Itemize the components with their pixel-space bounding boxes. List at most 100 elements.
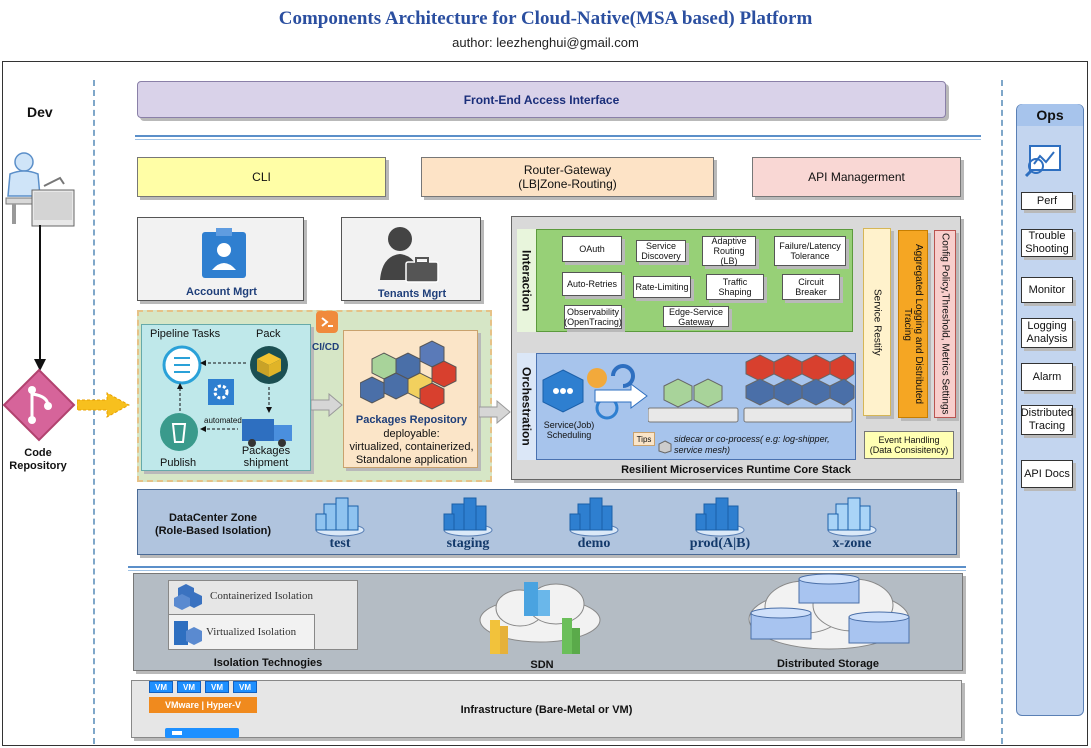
account-mgrt-label: Account Mgrt [186, 286, 257, 298]
packages-cubes-icon [360, 340, 457, 410]
vm-badge: VM [177, 681, 201, 693]
datacenter-title-line2: (Role-Based Isolation) [154, 525, 272, 537]
router-gateway-box: Router-Gateway (LB|Zone-Routing) [421, 157, 714, 197]
packages-repository-title: Packages Repository [355, 414, 468, 426]
feature-circuit-breaker: Circuit Breaker [782, 274, 840, 300]
publish-icon [160, 413, 198, 451]
frontend-divider [135, 135, 981, 140]
datacenter-building-icon [827, 497, 877, 537]
hypervisor-bar: VMware | Hyper-V [149, 697, 257, 713]
developer-icon [5, 152, 75, 227]
vm-row: VM VM VM VM [149, 681, 257, 693]
ops-item-monitor: Monitor [1021, 277, 1073, 303]
sdn-cloud-icon [479, 582, 601, 654]
packages-repository-box: Packages Repository deployable: virtuali… [343, 330, 478, 468]
scheduling-label: Service(Job) Scheduling [538, 420, 600, 440]
datacenter-zone-x-zone: x-zone [832, 536, 872, 551]
feature-failure-latency-tolerance: Failure/Latency Tolerance [774, 236, 846, 266]
feature-traffic-shaping: Traffic Shaping [706, 274, 764, 300]
datacenter-zone-prod-a-b-: prod(A|B) [689, 536, 751, 551]
feature-observability: Observability (OpenTracing) [564, 305, 622, 329]
pipeline-flow-arrows [177, 360, 272, 432]
service-nodes-diagram [648, 354, 855, 423]
event-handling-line1: Event Handling [878, 435, 940, 445]
service-restify-label: Service Restify [871, 288, 883, 356]
packages-shipment-label: Packages shipment [241, 445, 291, 469]
tips-badge: Tips [633, 432, 655, 446]
ops-item-trouble-shooting: Trouble Shooting [1021, 229, 1073, 257]
orchestration-label: Orchestration [519, 367, 534, 446]
infrastructure-zone [131, 680, 962, 738]
api-management-box: API Managerment [752, 157, 961, 197]
config-policy-box: Config Policy,Threshold, Metrics Setting… [934, 230, 956, 418]
feature-oauth: OAuth [562, 236, 622, 262]
diagram-frame [2, 61, 1088, 746]
runtime-core-title: Resilient Microservices Runtime Core Sta… [621, 464, 851, 476]
datacenter-zone-test: test [329, 536, 351, 551]
datacenter-title: DataCenter Zone (Role-Based Isolation) [138, 512, 288, 538]
datacenter-zone: DataCenter Zone (Role-Based Isolation) t… [137, 489, 957, 555]
author-line: author: leezhenghui@gmail.com [452, 35, 639, 50]
vm-badge: VM [205, 681, 229, 693]
event-handling-line2: (Data Consisitency) [869, 445, 949, 455]
pack-box-icon [250, 346, 288, 384]
account-mgrt-box: Account Mgrt [137, 217, 304, 301]
ops-separator [1001, 80, 1003, 744]
git-repository-icon [2, 368, 76, 442]
distributed-storage-label: Distributed Storage [776, 658, 880, 670]
event-handling-box: Event Handling (Data Consisitency) [864, 431, 954, 459]
ops-item-logging-analysis: Logging Analysis [1021, 318, 1073, 348]
datacenter-zone-staging: staging [446, 536, 490, 551]
datacenter-building-icon [315, 497, 365, 537]
interaction-label: Interaction [519, 249, 534, 312]
tenant-user-icon [380, 227, 439, 283]
service-restify-box: Service Restify [863, 228, 891, 416]
pipeline-tasks-label: Pipeline Tasks [150, 328, 221, 340]
scheduling-line1: Service(Job) [543, 420, 595, 430]
frontend-access-interface: Front-End Access Interface [137, 81, 946, 118]
ops-label: Ops [1017, 104, 1083, 126]
datacenter-title-line1: DataCenter Zone [168, 512, 258, 524]
account-badge-icon [202, 228, 246, 278]
datacenter-building-icon [695, 497, 745, 537]
datacenter-building-icon [443, 497, 493, 537]
datacenter-building-icon [569, 497, 619, 537]
router-gateway-subtitle: (LB|Zone-Routing) [518, 177, 617, 191]
publish-label: Publish [160, 457, 197, 469]
feature-auto-retries: Auto-Retries [562, 272, 622, 296]
infra-divider [128, 566, 966, 571]
aggregated-logging-box: Aggregated Logging and Distributed Traci… [898, 230, 928, 418]
commit-arrow [34, 225, 46, 371]
pack-label: Pack [256, 328, 281, 340]
dev-separator [93, 80, 95, 744]
feature-service-discovery: Service Discovery [636, 240, 686, 262]
packages-repository-line1: deployable: [383, 428, 440, 440]
ops-item-perf: Perf [1021, 192, 1073, 210]
ops-item-alarm: Alarm [1021, 363, 1073, 391]
infrastructure-label: Infrastructure (Bare-Metal or VM) [460, 704, 633, 716]
sdn-label: SDN [530, 659, 554, 671]
interaction-label-box: Interaction [517, 229, 537, 332]
containerized-icon [174, 584, 202, 610]
feature-adaptive-routing: Adaptive Routing (LB) [702, 236, 756, 266]
distributed-storage-icon [748, 573, 910, 650]
scheduling-line2: Scheduling [546, 430, 592, 440]
code-repository-label: Code Repository [9, 447, 67, 472]
vm-badge: VM [149, 681, 173, 693]
cli-box: CLI [137, 157, 386, 197]
containerized-isolation-label: Containerized Isolation [210, 590, 313, 602]
orchestration-label-box: Orchestration [517, 353, 537, 460]
packages-repository-line2: virtualized, containerized, [349, 441, 474, 453]
gear-icon [208, 379, 234, 405]
task-list-icon [162, 345, 202, 385]
monitoring-chart-icon [1024, 145, 1061, 178]
automated-label: automated [204, 416, 242, 425]
sidecar-icon [658, 440, 672, 454]
datacenter-zone-demo: demo [577, 536, 611, 551]
ops-item-api-docs: API Docs [1021, 460, 1073, 488]
page-title: Components Architecture for Cloud-Native… [278, 8, 813, 29]
isolation-technogies-label: Isolation Technogies [213, 657, 323, 669]
server-hardware-icon [165, 728, 239, 738]
deploy-arrow [77, 392, 131, 418]
packages-repository-line3: Standalone application [355, 454, 468, 466]
